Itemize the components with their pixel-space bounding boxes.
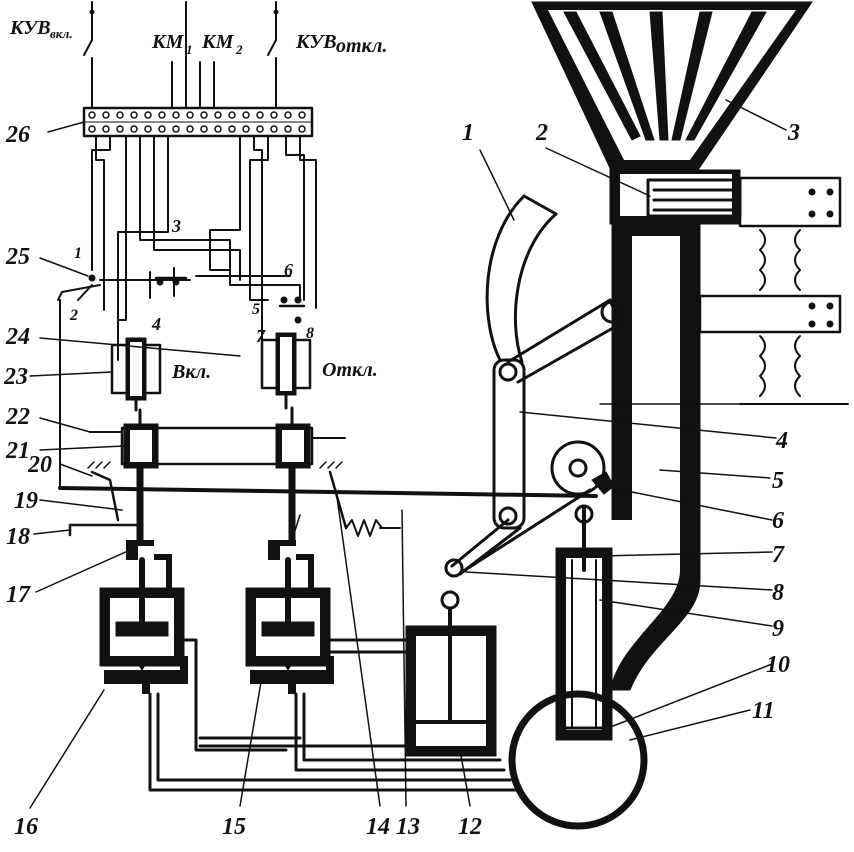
callout-22: 22 bbox=[5, 404, 30, 430]
coil-on-label: Вкл. bbox=[171, 361, 211, 383]
callout-17: 17 bbox=[6, 582, 31, 608]
contact-number: 4 bbox=[151, 314, 161, 334]
contact-number: 6 bbox=[284, 260, 293, 280]
leader-lines bbox=[29, 99, 787, 809]
coil-labels: Вкл. Откл. bbox=[171, 359, 378, 383]
callout-7: 7 bbox=[772, 542, 785, 568]
contact-number: 2 bbox=[69, 307, 78, 324]
contact-number-labels: 1 2 3 4 5 6 7 8 bbox=[69, 216, 314, 346]
closing-cylinder bbox=[99, 540, 288, 752]
moving-contact-arm bbox=[485, 194, 558, 364]
support-insulators bbox=[599, 176, 849, 405]
callout-9: 9 bbox=[772, 616, 784, 642]
terminal-block bbox=[82, 106, 314, 138]
air-reservoir bbox=[405, 590, 497, 757]
contact-number: 1 bbox=[74, 245, 82, 262]
auxiliary-contacts bbox=[77, 274, 306, 324]
contact-number: 3 bbox=[171, 216, 181, 236]
callout-4: 4 bbox=[775, 428, 788, 454]
callout-24: 24 bbox=[5, 324, 30, 350]
km1-sub: 1 bbox=[186, 42, 193, 57]
callout-8: 8 bbox=[772, 580, 784, 606]
callout-25: 25 bbox=[5, 244, 30, 270]
callout-5: 5 bbox=[772, 468, 784, 494]
callout-26: 26 bbox=[5, 122, 30, 148]
contact-number: 8 bbox=[306, 325, 314, 342]
lever-link bbox=[444, 298, 624, 578]
callout-19: 19 bbox=[14, 488, 38, 514]
callout-12: 12 bbox=[458, 814, 482, 840]
callout-18: 18 bbox=[6, 524, 30, 550]
air-piping bbox=[148, 638, 522, 792]
callout-23: 23 bbox=[3, 364, 28, 390]
km2-sub: 2 bbox=[235, 42, 243, 57]
kuv-on-sub: вкл. bbox=[50, 26, 73, 41]
contact-number: 7 bbox=[256, 326, 266, 346]
callout-20: 20 bbox=[27, 452, 52, 478]
callout-16: 16 bbox=[14, 814, 38, 840]
callout-11: 11 bbox=[752, 698, 775, 724]
closing-coil bbox=[110, 337, 162, 412]
vertical-pipe bbox=[600, 223, 701, 691]
control-wiring bbox=[91, 135, 317, 361]
callout-10: 10 bbox=[766, 652, 790, 678]
arc-chute-funnel bbox=[531, 1, 813, 225]
callout-numbers: 1 2 3 4 5 6 7 8 9 10 11 12 13 14 15 16 1… bbox=[3, 120, 800, 840]
kuv-off-label: КУВ bbox=[295, 31, 337, 53]
callout-3: 3 bbox=[787, 120, 800, 146]
callout-6: 6 bbox=[772, 508, 784, 534]
contact-number: 5 bbox=[252, 301, 260, 318]
callout-13: 13 bbox=[396, 814, 420, 840]
callout-2: 2 bbox=[535, 120, 548, 146]
kuv-on-label: КУВ bbox=[9, 17, 51, 39]
callout-21: 21 bbox=[5, 438, 30, 464]
kuv-off-sub: откл. bbox=[336, 35, 387, 57]
km1-label: КМ bbox=[151, 31, 185, 53]
tripping-coil bbox=[260, 332, 312, 410]
callout-14: 14 bbox=[366, 814, 390, 840]
km2-label: КМ bbox=[201, 31, 235, 53]
supply-wires bbox=[83, 1, 279, 109]
cam-wheel bbox=[550, 440, 615, 496]
valve-assembly bbox=[89, 406, 346, 469]
tripping-cylinder bbox=[245, 540, 334, 694]
coil-off-label: Откл. bbox=[322, 359, 378, 381]
top-labels: КУВ вкл. КМ 1 КМ 2 КУВ откл. bbox=[9, 17, 387, 57]
trip-linkage bbox=[57, 284, 598, 544]
callout-15: 15 bbox=[222, 814, 246, 840]
callout-1: 1 bbox=[462, 120, 474, 146]
